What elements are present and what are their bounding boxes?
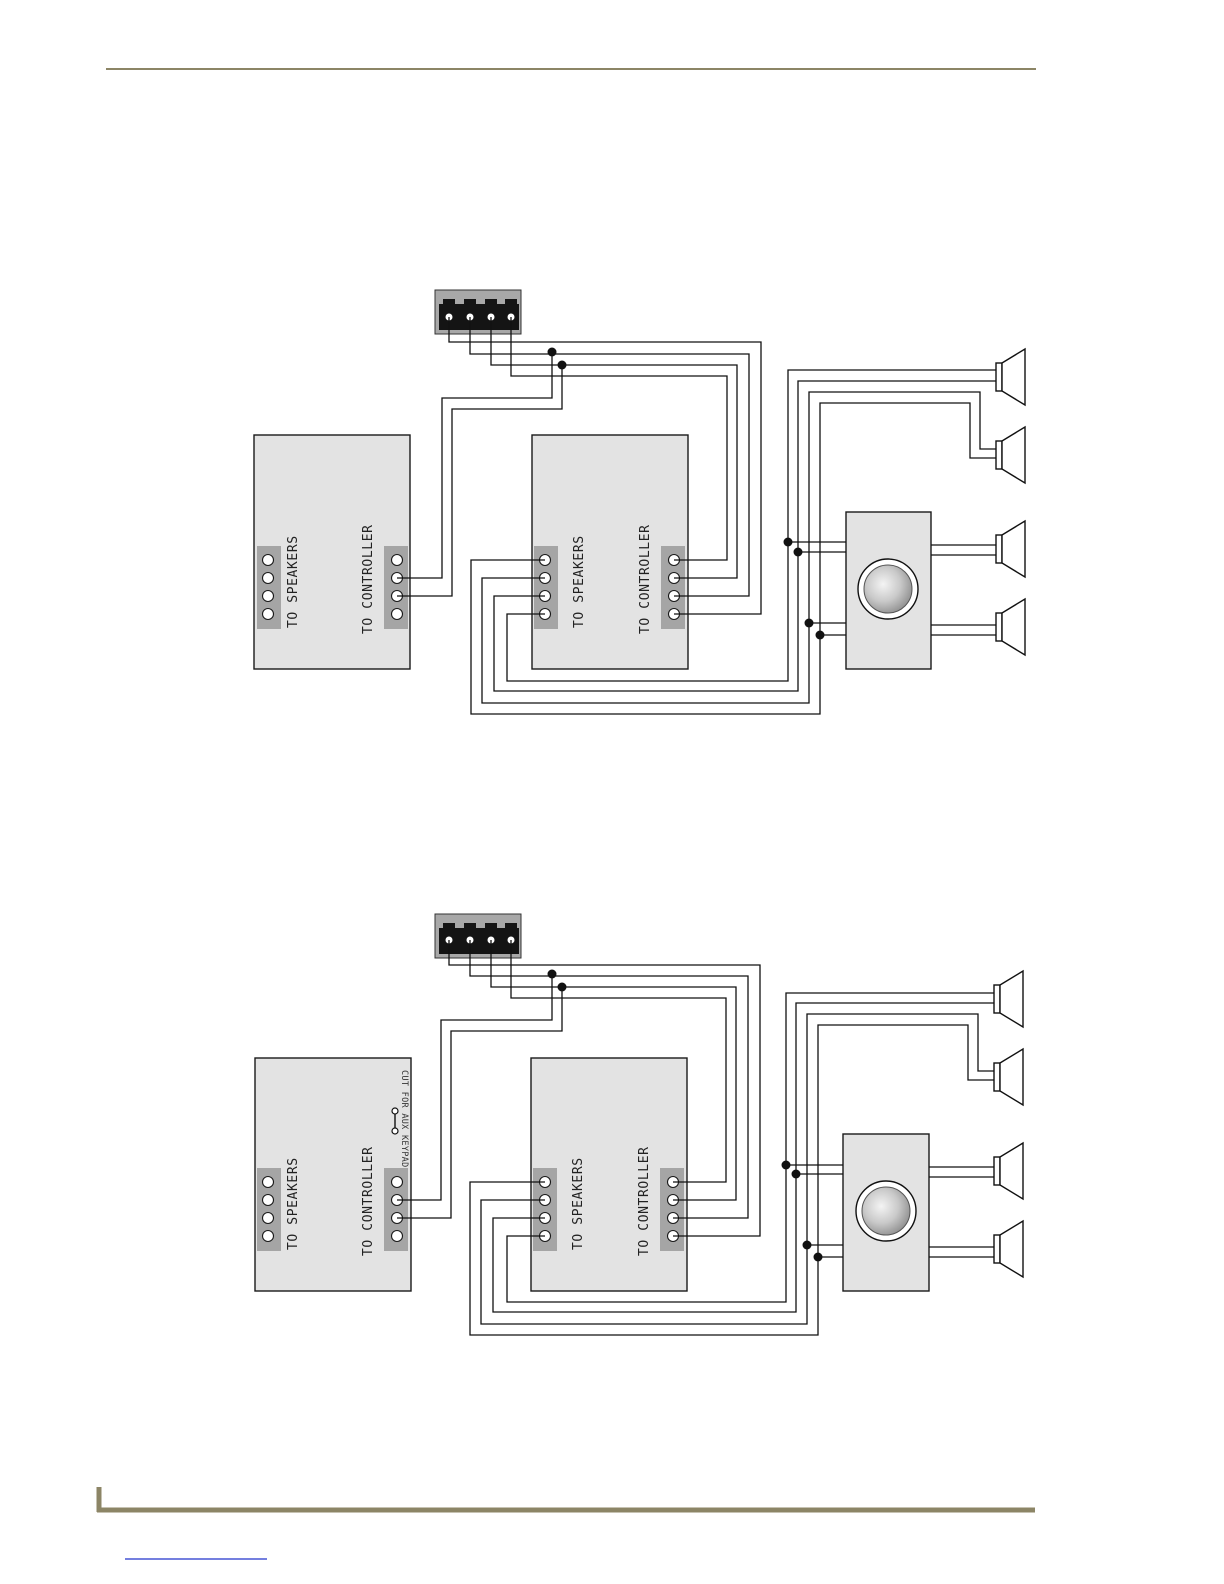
footer [97, 1487, 1035, 1559]
speaker-icon [994, 971, 1023, 1027]
wiring-diagram-2: TO SPEAKERS TO CONTROLLER CUT FOR AUX KE… [255, 914, 1023, 1335]
controller-connector [435, 914, 521, 958]
wiring-diagram-1: TO SPEAKERS TO CONTROLLER TO SPEAKERS TO… [254, 290, 1025, 714]
speaker-icon [994, 1221, 1023, 1277]
controller-connector [435, 290, 521, 334]
speaker-icon [996, 599, 1025, 655]
to-controller-label: TO CONTROLLER [638, 524, 653, 634]
keypad-b: TO SPEAKERS TO CONTROLLER [532, 435, 688, 669]
to-speakers-label: TO SPEAKERS [286, 1157, 301, 1250]
to-speakers-label: TO SPEAKERS [572, 535, 587, 628]
speaker-icon [994, 1049, 1023, 1105]
volume-control [843, 1134, 929, 1291]
volume-control [846, 512, 931, 669]
to-speakers-label: TO SPEAKERS [571, 1157, 586, 1250]
to-controller-label: TO CONTROLLER [361, 524, 376, 634]
cut-for-aux-keypad-label: CUT FOR AUX KEYPAD [399, 1070, 409, 1168]
speaker-icon [996, 349, 1025, 405]
to-speakers-label: TO SPEAKERS [286, 535, 301, 628]
speaker-icon [996, 521, 1025, 577]
keypad-a: TO SPEAKERS TO CONTROLLER [254, 435, 410, 669]
keypad-a: TO SPEAKERS TO CONTROLLER CUT FOR AUX KE… [255, 1058, 411, 1291]
speaker-icon [994, 1143, 1023, 1199]
speaker-icon [996, 427, 1025, 483]
keypad-b: TO SPEAKERS TO CONTROLLER [531, 1058, 687, 1291]
to-controller-label: TO CONTROLLER [361, 1146, 376, 1256]
to-controller-label: TO CONTROLLER [637, 1146, 652, 1256]
